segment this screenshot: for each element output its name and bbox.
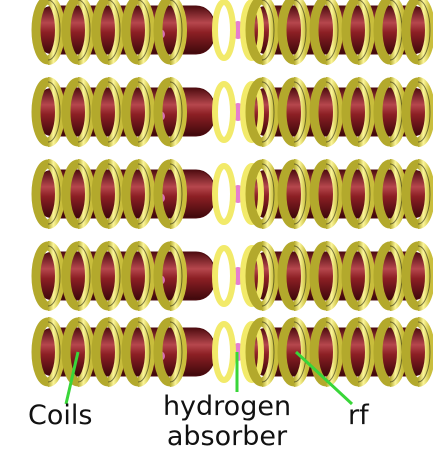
channel-rows <box>36 0 430 382</box>
rf-label: rf <box>348 401 369 431</box>
channel-row <box>36 82 430 142</box>
coil-ring <box>215 248 233 304</box>
channel-row <box>36 246 430 306</box>
coil-ring <box>215 84 233 140</box>
coil-ring <box>215 2 233 58</box>
channel-row <box>36 164 430 224</box>
hydrogen-absorber-label: hydrogen absorber <box>152 392 302 452</box>
channel-row <box>36 0 430 60</box>
coils-label: Coils <box>28 401 92 431</box>
coil-ring <box>215 324 233 380</box>
channel-row <box>36 322 430 382</box>
coil-ring <box>215 166 233 222</box>
absorber-label-line1: hydrogen <box>152 392 302 422</box>
absorber-label-line2: absorber <box>152 422 302 452</box>
